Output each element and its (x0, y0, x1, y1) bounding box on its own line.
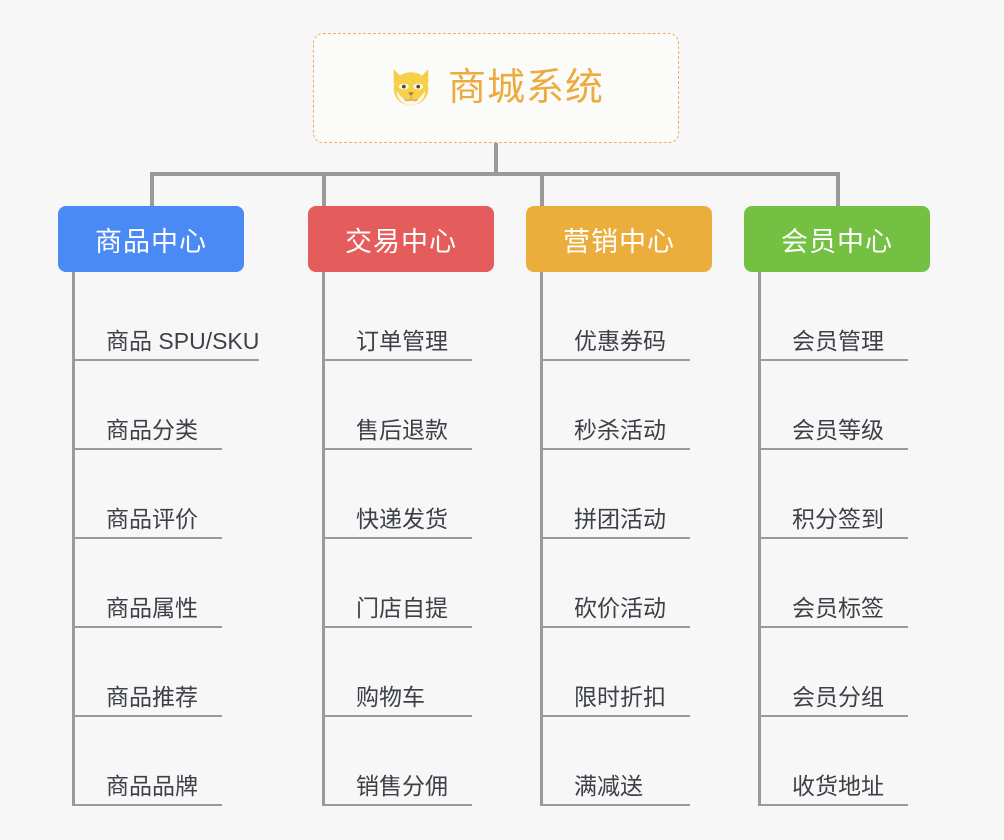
connector-root-stem (494, 143, 498, 174)
branch-column: 营销中心优惠券码秒杀活动拼团活动砍价活动限时折扣满减送 (526, 206, 712, 806)
shiba-dog-face-icon (393, 69, 429, 106)
leaf-label: 拼团活动 (574, 505, 666, 532)
leaf-item[interactable]: 快递发货 (322, 450, 472, 539)
branch-column: 会员中心会员管理会员等级积分签到会员标签会员分组收货地址 (744, 206, 930, 806)
leaf-label: 售后退款 (356, 416, 448, 443)
leaf-item[interactable]: 商品属性 (72, 539, 222, 628)
connector-drop-3 (540, 172, 544, 206)
leaf-label: 商品评价 (106, 505, 198, 532)
leaf-label: 商品品牌 (106, 772, 198, 799)
leaf-label: 订单管理 (356, 327, 448, 354)
leaf-list: 会员管理会员等级积分签到会员标签会员分组收货地址 (758, 272, 908, 806)
leaf-label: 收货地址 (792, 772, 884, 799)
branch-header[interactable]: 会员中心 (744, 206, 930, 272)
leaf-item[interactable]: 销售分佣 (322, 717, 472, 806)
leaf-item[interactable]: 售后退款 (322, 361, 472, 450)
branch-spine (72, 272, 75, 806)
connector-drop-1 (150, 172, 154, 206)
leaf-label: 会员分组 (792, 683, 884, 710)
leaf-item[interactable]: 积分签到 (758, 450, 908, 539)
leaf-label: 门店自提 (356, 594, 448, 621)
leaf-label: 商品分类 (106, 416, 198, 443)
leaf-item[interactable]: 门店自提 (322, 539, 472, 628)
root-node[interactable]: 商城系统 (313, 33, 679, 143)
leaf-item[interactable]: 砍价活动 (540, 539, 690, 628)
leaf-label: 购物车 (356, 683, 425, 710)
leaf-label: 快递发货 (356, 505, 448, 532)
leaf-label: 商品推荐 (106, 683, 198, 710)
leaf-label: 商品属性 (106, 594, 198, 621)
connector-drop-2 (322, 172, 326, 206)
leaf-item[interactable]: 限时折扣 (540, 628, 690, 717)
leaf-label: 会员等级 (792, 416, 884, 443)
branch-spine (322, 272, 325, 806)
leaf-list: 商品 SPU/SKU 商品分类商品评价商品属性商品推荐商品品牌 (72, 272, 260, 806)
leaf-item[interactable]: 订单管理 (322, 272, 472, 361)
leaf-label: 会员管理 (792, 327, 884, 354)
connector-drop-4 (836, 172, 840, 206)
leaf-label: 限时折扣 (574, 683, 666, 710)
branch-header[interactable]: 营销中心 (526, 206, 712, 272)
leaf-item[interactable]: 会员等级 (758, 361, 908, 450)
leaf-label: 满减送 (574, 772, 643, 799)
leaf-item[interactable]: 会员管理 (758, 272, 908, 361)
leaf-label: 积分签到 (792, 505, 884, 532)
leaf-label: 秒杀活动 (574, 416, 666, 443)
leaf-item[interactable]: 拼团活动 (540, 450, 690, 539)
root-title: 商城系统 (447, 67, 604, 109)
leaf-list: 优惠券码秒杀活动拼团活动砍价活动限时折扣满减送 (540, 272, 690, 806)
leaf-label: 会员标签 (792, 594, 884, 621)
leaf-item[interactable]: 购物车 (322, 628, 472, 717)
branch-column: 交易中心订单管理售后退款快递发货门店自提购物车销售分佣 (308, 206, 494, 806)
leaf-item[interactable]: 优惠券码 (540, 272, 690, 361)
leaf-item[interactable]: 收货地址 (758, 717, 908, 806)
leaf-item[interactable]: 商品 SPU/SKU (72, 272, 260, 361)
leaf-label: 商品 SPU/SKU (106, 327, 260, 354)
branch-spine (758, 272, 761, 806)
leaf-item[interactable]: 商品品牌 (72, 717, 222, 806)
branch-header[interactable]: 商品中心 (58, 206, 244, 272)
leaf-item[interactable]: 满减送 (540, 717, 690, 806)
leaf-item[interactable]: 会员分组 (758, 628, 908, 717)
leaf-item[interactable]: 会员标签 (758, 539, 908, 628)
leaf-item[interactable]: 商品推荐 (72, 628, 222, 717)
leaf-list: 订单管理售后退款快递发货门店自提购物车销售分佣 (322, 272, 472, 806)
branch-header[interactable]: 交易中心 (308, 206, 494, 272)
leaf-item[interactable]: 商品评价 (72, 450, 222, 539)
branch-column: 商品中心商品 SPU/SKU 商品分类商品评价商品属性商品推荐商品品牌 (58, 206, 260, 806)
leaf-item[interactable]: 秒杀活动 (540, 361, 690, 450)
connector-horizontal-bus (150, 172, 840, 176)
leaf-label: 优惠券码 (574, 327, 666, 354)
leaf-label: 销售分佣 (356, 772, 448, 799)
leaf-label: 砍价活动 (574, 594, 666, 621)
leaf-item[interactable]: 商品分类 (72, 361, 222, 450)
branch-spine (540, 272, 543, 806)
